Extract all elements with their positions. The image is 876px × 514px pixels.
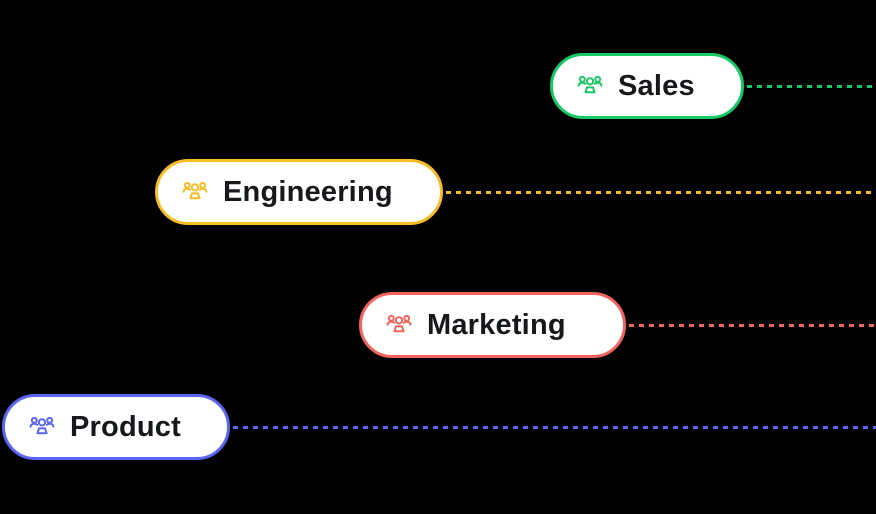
team-node-marketing[interactable]: Marketing	[359, 292, 626, 358]
team-node-label: Marketing	[427, 308, 566, 341]
team-node-label: Engineering	[223, 175, 393, 208]
team-node-label: Product	[70, 410, 181, 443]
groups-icon	[181, 178, 209, 206]
groups-icon	[576, 72, 604, 100]
team-node-engineering[interactable]: Engineering	[155, 159, 443, 225]
team-node-product[interactable]: Product	[2, 394, 230, 460]
connector-product	[233, 425, 876, 429]
team-node-label: Sales	[618, 69, 695, 102]
groups-icon	[28, 413, 56, 441]
connector-sales	[747, 84, 876, 88]
groups-icon	[385, 311, 413, 339]
connector-engineering	[446, 190, 876, 194]
team-node-sales[interactable]: Sales	[550, 53, 744, 119]
connector-marketing	[629, 323, 876, 327]
